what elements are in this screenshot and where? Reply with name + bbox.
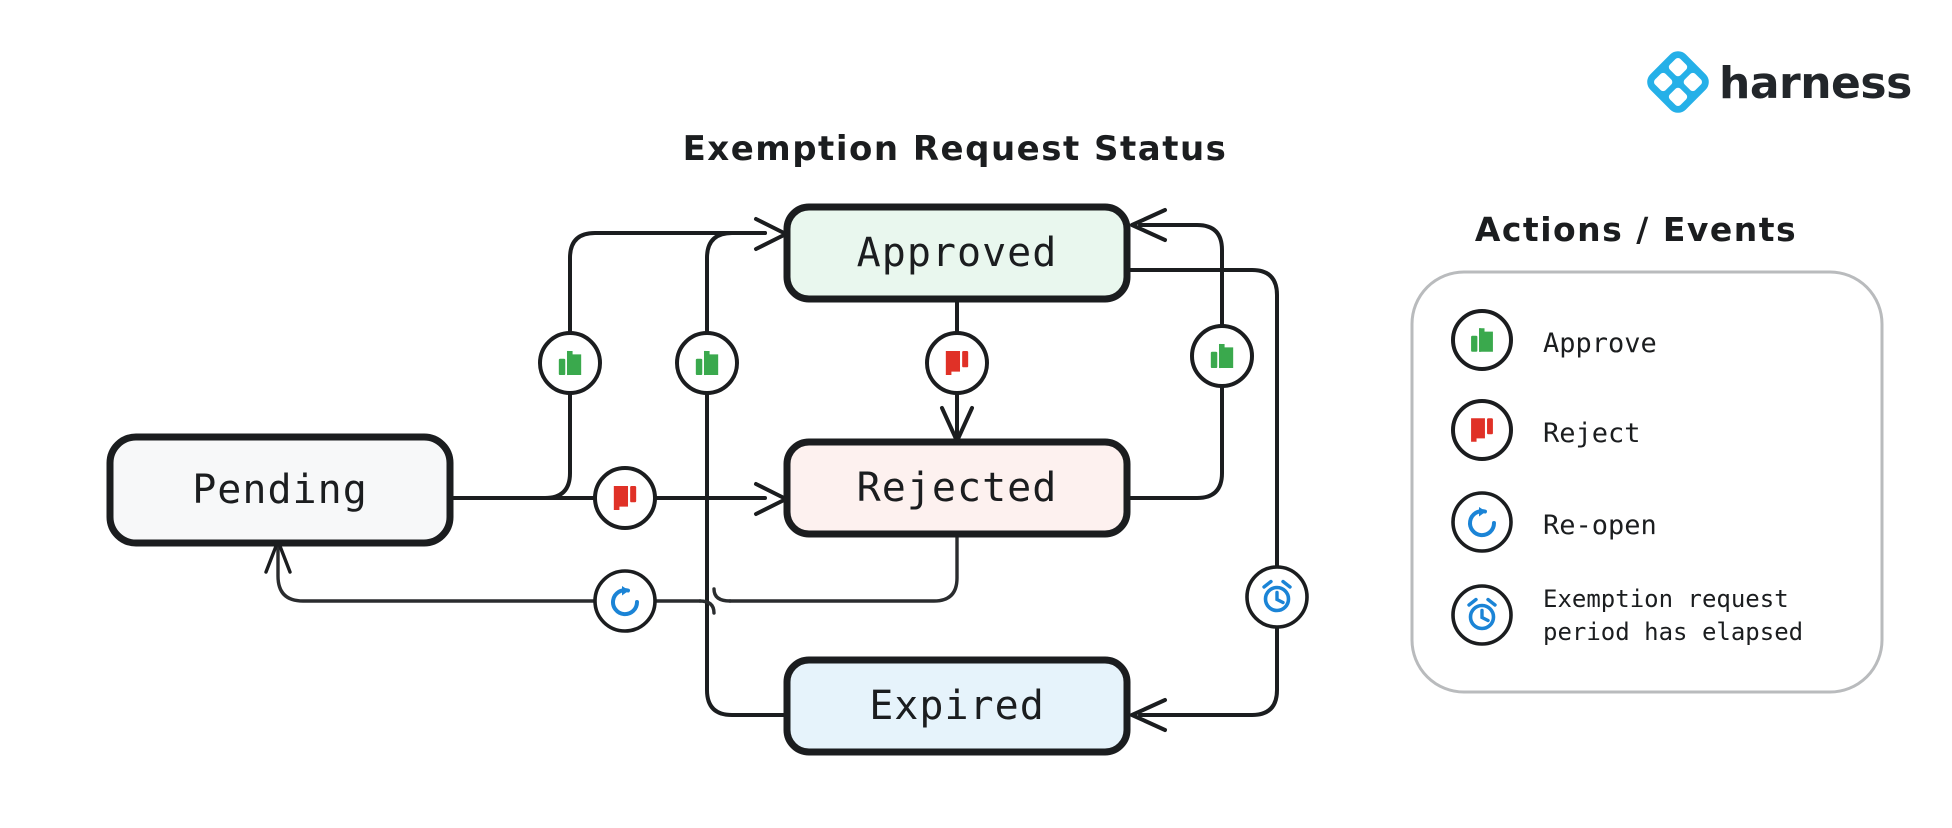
brand-logo: harness <box>1647 51 1912 113</box>
brand-name: harness <box>1719 58 1912 109</box>
edge-hop <box>698 587 732 615</box>
edge-badge-elapsed[interactable] <box>1245 565 1309 629</box>
node-pending[interactable]: Pending <box>106 433 454 547</box>
legend-item-reopen[interactable]: Re-open <box>1451 491 1657 553</box>
legend-label-reject: Reject <box>1543 418 1641 449</box>
edge-rejected-pending-tail <box>276 543 702 603</box>
edge-expired-approved <box>705 231 789 717</box>
legend-item-reject[interactable]: Reject <box>1451 399 1641 461</box>
page-title: Exemption Request Status <box>683 129 1228 169</box>
legend-item-elapsed[interactable]: Exemption request period has elapsed <box>1451 584 1803 646</box>
edge-rejected-pending <box>728 532 959 603</box>
edge-layer <box>264 208 1279 732</box>
node-label-pending: Pending <box>192 467 368 513</box>
edge-badge-reject-pending[interactable] <box>593 466 657 530</box>
legend-label-approve: Approve <box>1543 328 1657 359</box>
reopen-icon <box>1468 507 1497 538</box>
edge-badge-approve-rejected[interactable] <box>1190 324 1254 388</box>
legend-title: Actions / Events <box>1475 210 1797 249</box>
legend-label-elapsed-line1: Exemption request <box>1543 585 1789 613</box>
legend-panel <box>1410 270 1884 694</box>
edge-badge-layer <box>538 324 1309 633</box>
legend-item-approve[interactable]: Approve <box>1451 309 1657 371</box>
node-layer: Pending Approved Rejected Expired <box>106 203 1131 756</box>
alarm-clock-icon <box>1467 597 1497 631</box>
reopen-icon <box>611 586 640 617</box>
edge-badge-approve-pending[interactable] <box>538 331 602 395</box>
edge-badge-reject-approved[interactable] <box>925 331 989 395</box>
node-label-rejected: Rejected <box>857 465 1058 511</box>
edge-badge-reopen[interactable] <box>593 569 657 633</box>
alarm-clock-icon <box>1262 579 1292 613</box>
arrowhead-approved-expired <box>1130 698 1167 732</box>
node-label-approved: Approved <box>857 230 1058 276</box>
node-expired[interactable]: Expired <box>783 656 1131 756</box>
legend: Actions / Events Approve Reject <box>1410 210 1884 694</box>
arrowhead-rejected-approved <box>1130 208 1167 242</box>
edge-badge-approve-expired[interactable] <box>675 331 739 395</box>
legend-label-reopen: Re-open <box>1543 510 1657 541</box>
harness-diamond-logo-icon <box>1647 51 1709 113</box>
edge-approved-expired <box>1125 268 1279 717</box>
node-label-expired: Expired <box>869 683 1045 729</box>
legend-label-elapsed-line2: period has elapsed <box>1543 618 1803 646</box>
node-rejected[interactable]: Rejected <box>783 438 1131 538</box>
node-approved[interactable]: Approved <box>783 203 1131 303</box>
